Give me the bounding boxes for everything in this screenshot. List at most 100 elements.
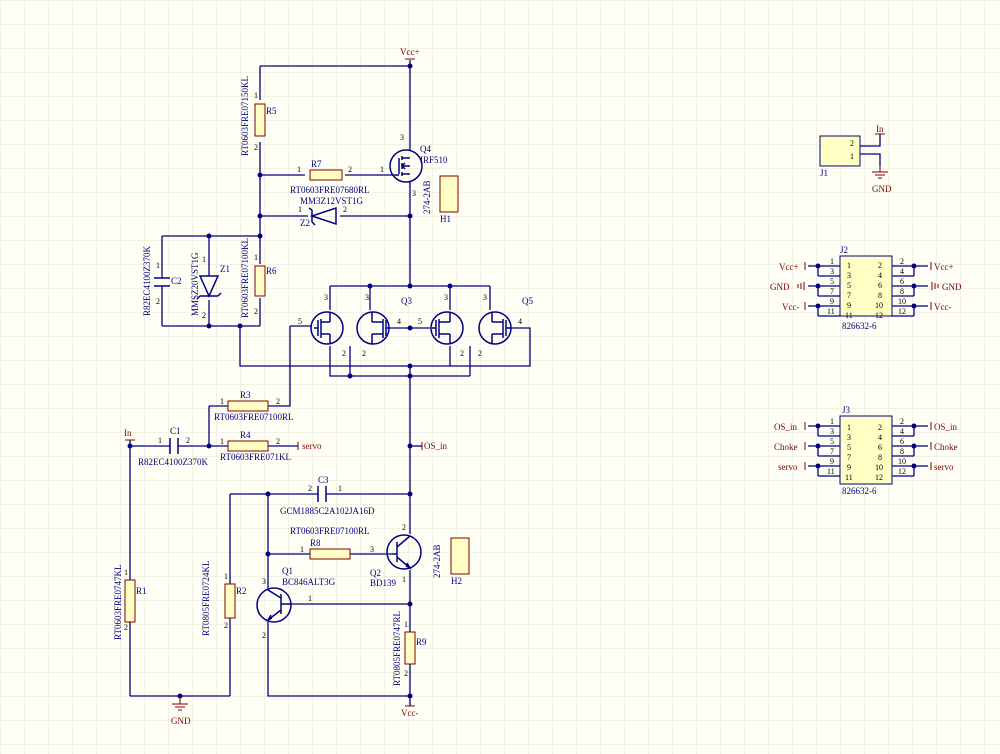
mosfet-q3: 5 4 3 3 2 2 Q3 bbox=[298, 293, 412, 358]
svg-text:1: 1 bbox=[220, 437, 224, 446]
z1-value: MMSZ20VST1G bbox=[190, 252, 200, 316]
svg-text:10: 10 bbox=[898, 457, 906, 466]
j3-right-label-servo: servo bbox=[934, 462, 954, 472]
svg-text:8: 8 bbox=[900, 447, 904, 456]
svg-text:3: 3 bbox=[483, 293, 487, 302]
capacitor-c2: 1 2 C2 R82EC4100Z370K bbox=[142, 245, 182, 316]
j2-pin-numbers: 1 3 5 7 9 11 1 3 5 7 9 11 2 4 6 8 10 12 … bbox=[827, 257, 906, 320]
os-in-label: OS_in bbox=[424, 441, 448, 451]
svg-text:4: 4 bbox=[878, 433, 882, 442]
svg-text:4: 4 bbox=[900, 267, 904, 276]
svg-text:2: 2 bbox=[276, 437, 280, 446]
r6-ref: R6 bbox=[266, 266, 277, 276]
r2-value: RT0805FRE0724KL bbox=[201, 561, 211, 636]
capacitor-c3: 2 1 C3 GCM1885C2A102JA16D bbox=[280, 475, 375, 516]
c1-ref: C1 bbox=[170, 426, 181, 436]
c2-ref: C2 bbox=[171, 276, 182, 286]
r7-value: RT0603FRE07680RL bbox=[290, 185, 369, 195]
svg-text:11: 11 bbox=[845, 473, 853, 482]
j3-ref: J3 bbox=[842, 405, 851, 415]
svg-text:2: 2 bbox=[254, 307, 258, 316]
svg-text:1: 1 bbox=[254, 91, 258, 100]
svg-text:1: 1 bbox=[830, 257, 834, 266]
svg-text:1: 1 bbox=[380, 165, 384, 174]
svg-text:10: 10 bbox=[898, 297, 906, 306]
svg-text:10: 10 bbox=[875, 463, 883, 472]
svg-text:5: 5 bbox=[847, 443, 851, 452]
svg-text:4: 4 bbox=[518, 317, 522, 326]
r7-ref: R7 bbox=[311, 159, 322, 169]
q3-ref: Q3 bbox=[401, 296, 412, 306]
zener-z1: 1 2 Z1 MMSZ20VST1G bbox=[190, 252, 230, 320]
svg-text:2: 2 bbox=[342, 349, 346, 358]
svg-text:2: 2 bbox=[348, 165, 352, 174]
svg-text:2: 2 bbox=[404, 669, 408, 678]
svg-text:1: 1 bbox=[202, 255, 206, 264]
r3-value: RT0603FRE07100RL bbox=[214, 412, 293, 422]
svg-text:7: 7 bbox=[830, 447, 834, 456]
resistor-r2: 1 2 R2 RT0805FRE0724KL bbox=[201, 561, 247, 636]
resistor-r7: 1 2 R7 RT0603FRE07680RL bbox=[290, 159, 369, 195]
z1-ref: Z1 bbox=[220, 264, 230, 274]
r9-value: RT0805FRE0747RL bbox=[392, 611, 402, 686]
j3-right-label-os-in: OS_in bbox=[934, 422, 958, 432]
r5-value: RT0603FRE07150KL bbox=[240, 76, 250, 156]
svg-text:2: 2 bbox=[343, 205, 347, 214]
svg-text:5: 5 bbox=[830, 277, 834, 286]
svg-text:2: 2 bbox=[254, 143, 258, 152]
svg-text:2: 2 bbox=[460, 349, 464, 358]
h2-value: 274-2AB bbox=[432, 545, 442, 579]
svg-text:12: 12 bbox=[898, 467, 906, 476]
r6-value: RT0603FRE07100KL bbox=[240, 238, 250, 318]
svg-text:6: 6 bbox=[900, 277, 904, 286]
vcc-minus-label: Vcc- bbox=[401, 708, 419, 718]
vcc-plus-label: Vcc+ bbox=[400, 47, 420, 57]
svg-text:12: 12 bbox=[875, 473, 883, 482]
resistor-r6: 1 2 R6 RT0603FRE07100KL bbox=[240, 238, 277, 318]
mosfet-q4: 3 3 1 Q4 IRF510 bbox=[380, 133, 448, 198]
svg-text:9: 9 bbox=[847, 463, 851, 472]
j2-left-label-vcc-minus: Vcc- bbox=[782, 302, 800, 312]
svg-text:1: 1 bbox=[847, 261, 851, 270]
svg-text:2: 2 bbox=[124, 623, 128, 632]
svg-text:5: 5 bbox=[847, 281, 851, 290]
h1-value: 274-2AB bbox=[422, 181, 432, 215]
r1-value: RT0603FRE0747KL bbox=[113, 565, 123, 640]
svg-text:2: 2 bbox=[224, 621, 228, 630]
svg-text:11: 11 bbox=[827, 467, 835, 476]
z2-ref: Z2 bbox=[300, 218, 310, 228]
vcc-plus-symbol: Vcc+ bbox=[400, 47, 420, 60]
resistor-r4: 1 2 R4 RT0603FRE071KL bbox=[220, 430, 291, 462]
j2-ref: J2 bbox=[840, 245, 848, 255]
j3-part: 826632-6 bbox=[842, 486, 877, 496]
svg-text:2: 2 bbox=[878, 261, 882, 270]
svg-text:6: 6 bbox=[878, 443, 882, 452]
servo-port: servo bbox=[297, 441, 322, 451]
c3-value: GCM1885C2A102JA16D bbox=[280, 506, 375, 516]
q2-ref: Q2 bbox=[370, 568, 381, 578]
svg-text:10: 10 bbox=[875, 301, 883, 310]
svg-text:3: 3 bbox=[847, 433, 851, 442]
svg-text:2: 2 bbox=[186, 436, 190, 445]
in-port-left: In bbox=[124, 428, 135, 441]
j3-right-label-choke: Choke bbox=[934, 442, 958, 452]
svg-text:2: 2 bbox=[878, 423, 882, 432]
svg-text:3: 3 bbox=[400, 133, 404, 142]
h1-ref: H1 bbox=[440, 214, 451, 224]
transistor-q2: 2 1 Q2 BD139 bbox=[370, 523, 422, 588]
svg-text:6: 6 bbox=[900, 437, 904, 446]
q1-value: BC846ALT3G bbox=[282, 577, 336, 587]
q1-ref: Q1 bbox=[282, 566, 293, 576]
transistor-q1: 3 2 1 Q1 BC846ALT3G bbox=[256, 566, 336, 640]
svg-text:3: 3 bbox=[444, 293, 448, 302]
j2-right-label-vcc-plus: Vcc+ bbox=[934, 262, 954, 272]
j3-left-label-servo: servo bbox=[778, 462, 798, 472]
j3-pin-numbers: 1 3 5 7 9 11 1 3 5 7 9 11 2 4 6 8 10 12 … bbox=[827, 417, 906, 482]
svg-text:2: 2 bbox=[900, 417, 904, 426]
svg-text:1: 1 bbox=[847, 423, 851, 432]
j1-pin-top: 2 bbox=[850, 139, 854, 148]
r8-value: RT0603FRE07100RL bbox=[290, 526, 369, 536]
j2-right-label-gnd: GND bbox=[942, 282, 962, 292]
